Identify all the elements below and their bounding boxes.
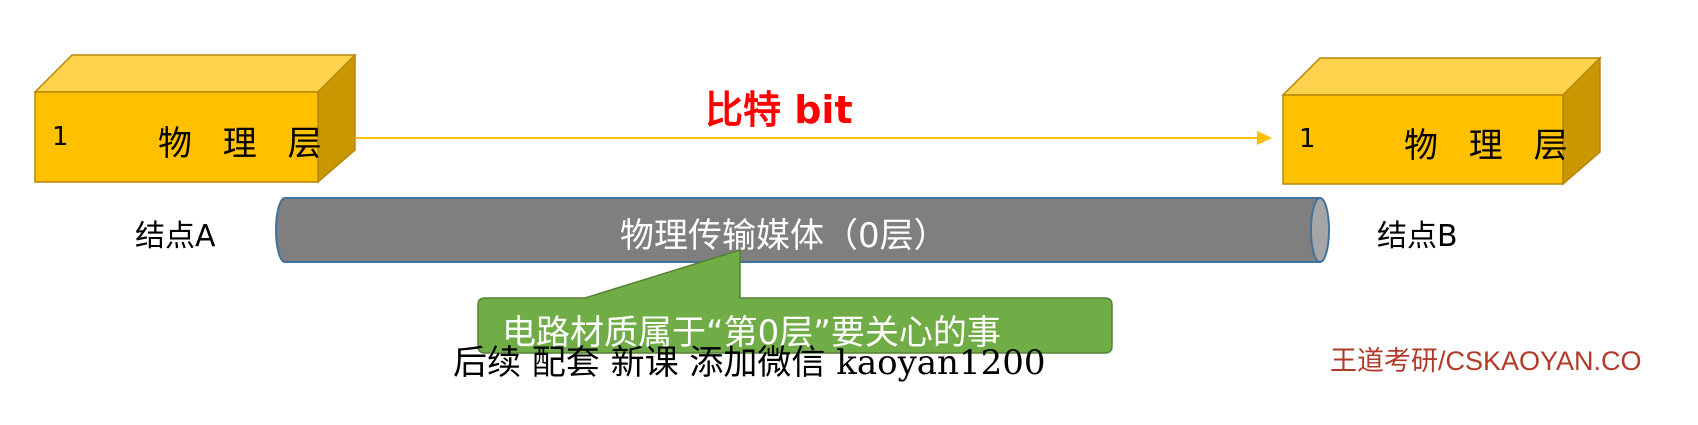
node-b-label: 结点B xyxy=(1377,219,1458,254)
node-a-label: 结点A xyxy=(135,219,216,254)
brand-text: 王道考研/CSKAOYAN.CO xyxy=(1330,346,1642,376)
bit-arrow xyxy=(355,131,1272,145)
bit-label: 比特 bit xyxy=(705,88,853,132)
left-physical-layer-box xyxy=(33,53,357,184)
footer-text: 后续 配套 新课 添加微信 kaoyan1200 xyxy=(453,343,1046,383)
right-physical-layer-box xyxy=(1281,56,1602,186)
left-box-label: 物 理 层 xyxy=(158,124,332,164)
callout-text: 电路材质属于“第0层”要关心的事 xyxy=(502,313,1001,353)
right-box-top xyxy=(1281,57,1602,96)
callout-bubble xyxy=(477,248,1113,354)
right-box-label: 物 理 层 xyxy=(1404,126,1578,166)
left-box-number: 1 xyxy=(52,122,69,152)
right-box-number: 1 xyxy=(1299,124,1316,154)
left-box-front xyxy=(34,91,319,183)
right-box-front xyxy=(1282,94,1564,185)
left-box-top xyxy=(33,54,357,93)
medium-label: 物理传输媒体（0层） xyxy=(620,216,948,256)
transmission-medium-cylinder xyxy=(275,197,1330,263)
